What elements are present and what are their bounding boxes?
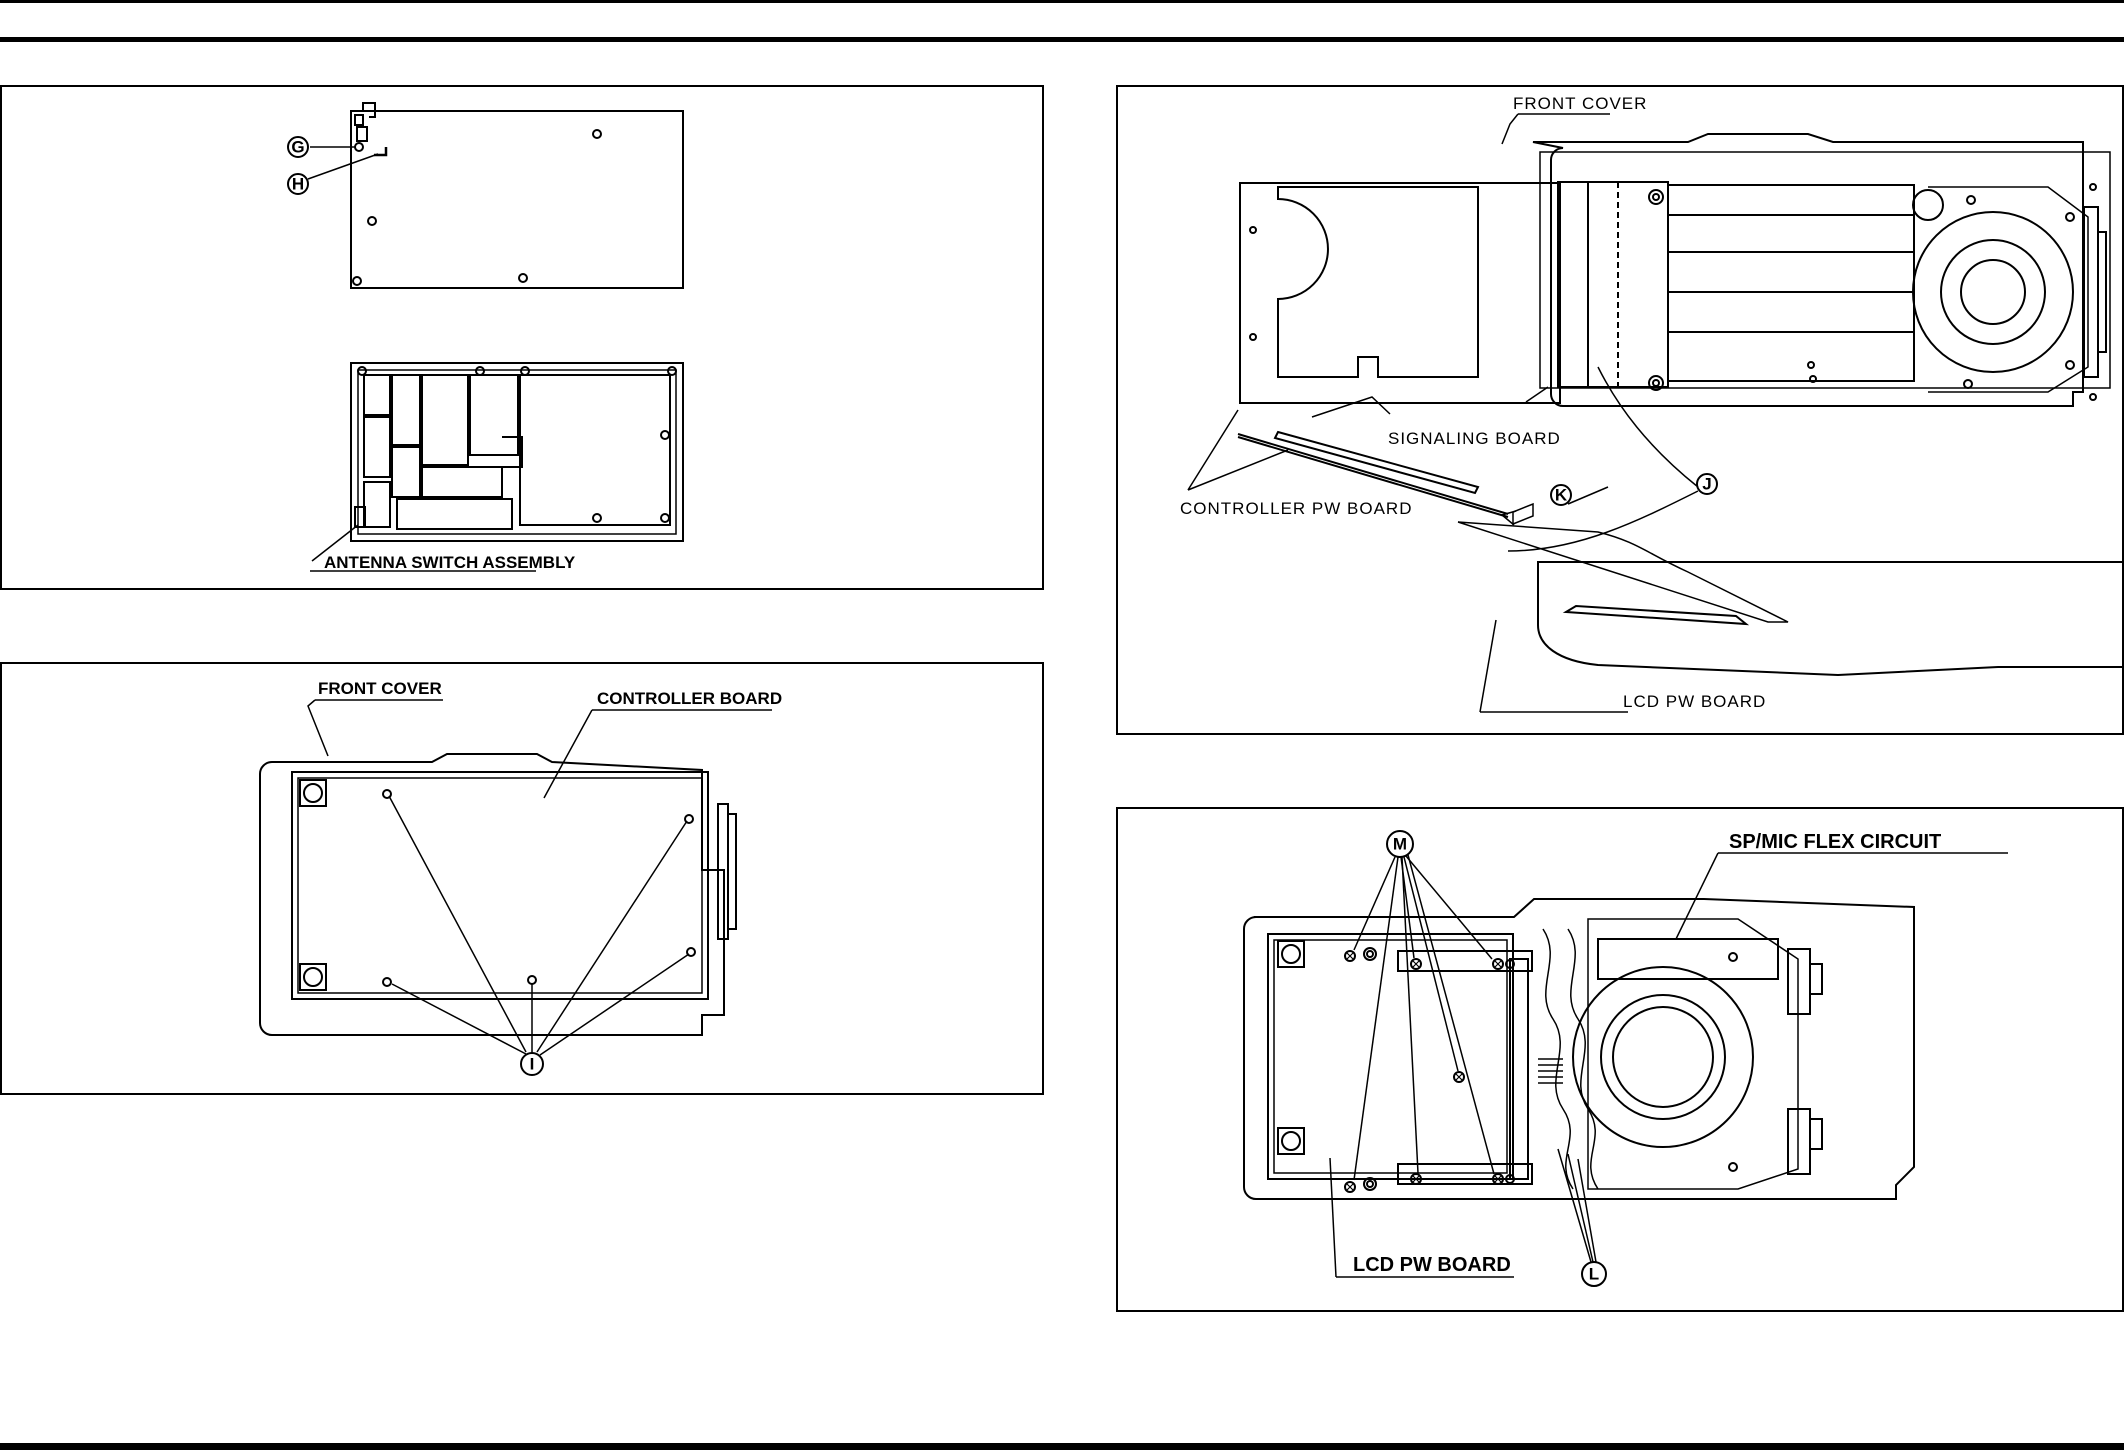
panel-signaling-board: FRONT COVER SIGNALING BOARD CONTROLLER P… (1116, 85, 2124, 735)
front-cover-outline (1532, 133, 2084, 407)
callout-m-circle (1386, 830, 1414, 858)
panel-antenna-switch: G H ANTENNA SWITCH ASSEMBLY (0, 85, 1044, 590)
callout-k: K (1555, 486, 1568, 505)
sp-mic-flex-diagram: M L SP/MIC FLEX CIRCUIT LCD PW BOARD (1243, 830, 2008, 1287)
top-rule (0, 0, 2124, 3)
panel-sp-mic-flex: M L SP/MIC FLEX CIRCUIT LCD PW BOARD (1116, 807, 2124, 1312)
callout-k-circle (1550, 484, 1572, 506)
callout-m: M (1393, 835, 1407, 854)
controller-pw-board-label: CONTROLLER PW BOARD (1180, 499, 1412, 518)
front-cover-label: FRONT COVER (318, 679, 442, 698)
callout-i: I (530, 1055, 535, 1074)
housing-outline (1243, 898, 1915, 1200)
lcd-pw-board-label-c: LCD PW BOARD (1623, 692, 1766, 711)
panel-controller-board: FRONT COVER CONTROLLER BOARD I (0, 662, 1044, 1095)
header-rule (0, 37, 2124, 42)
callout-j-circle (1696, 473, 1718, 495)
callout-h: H (292, 175, 304, 194)
sp-mic-flex-label: SP/MIC FLEX CIRCUIT (1729, 831, 1941, 853)
callout-h-circle (287, 173, 309, 195)
lcd-pw-board-label-d: LCD PW BOARD (1353, 1254, 1511, 1276)
lcd-housing-side (1537, 561, 2124, 677)
signaling-board-outline (1239, 182, 1561, 404)
antenna-switch-diagram: G H ANTENNA SWITCH ASSEMBLY (287, 102, 684, 572)
callout-l: L (1589, 1265, 1599, 1284)
signaling-board-label: SIGNALING BOARD (1388, 429, 1561, 448)
signaling-board-diagram: FRONT COVER SIGNALING BOARD CONTROLLER P… (1180, 94, 2124, 713)
pw-board-top-view (350, 110, 684, 289)
antenna-switch-label: ANTENNA SWITCH ASSEMBLY (324, 553, 576, 572)
controller-board-diagram: FRONT COVER CONTROLLER BOARD I (259, 679, 782, 1076)
controller-board-label: CONTROLLER BOARD (597, 689, 782, 708)
callout-g-circle (287, 136, 309, 158)
callout-g: G (291, 138, 304, 157)
front-cover-label-c: FRONT COVER (1513, 94, 1647, 113)
callout-j: J (1702, 475, 1711, 494)
pw-board-bottom-view (350, 362, 684, 542)
callout-l-circle (1581, 1261, 1607, 1287)
footer-rule (0, 1443, 2124, 1450)
